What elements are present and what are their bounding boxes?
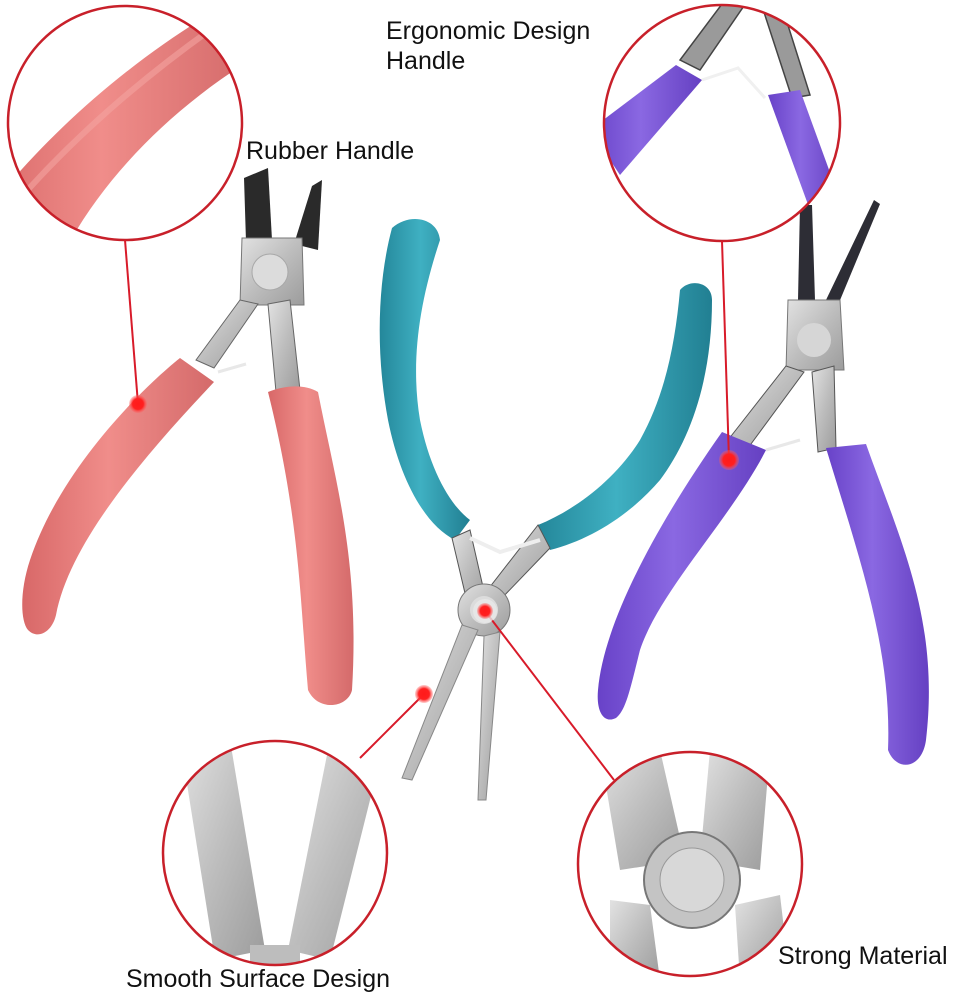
dot-ergonomic-handle: [719, 450, 739, 470]
callout-circle-smooth-surface: [161, 739, 389, 967]
label-rubber-handle: Rubber Handle: [246, 137, 415, 165]
label-ergonomic-design-handle: Ergonomic Design Handle: [386, 16, 590, 76]
label-smooth-surface-design: Smooth Surface Design: [126, 965, 391, 993]
dot-rubber-handle: [129, 395, 147, 413]
round-nose-pliers: [597, 200, 929, 765]
side-cutter-pliers: [22, 168, 354, 706]
callout-circle-rubber-handle: [6, 4, 244, 242]
callout-circle-strong-material: [576, 750, 804, 978]
label-strong-material: Strong Material: [778, 942, 948, 970]
callout-circle-ergonomic-handle: [602, 3, 842, 243]
label-ergonomic-line2: Handle: [386, 47, 466, 75]
label-ergonomic-line1: Ergonomic Design: [386, 17, 591, 45]
chain-nose-pliers: [379, 218, 712, 801]
callout-connectors: [124, 239, 739, 781]
dot-smooth-surface: [415, 685, 433, 703]
dot-strong-material: [477, 603, 493, 619]
